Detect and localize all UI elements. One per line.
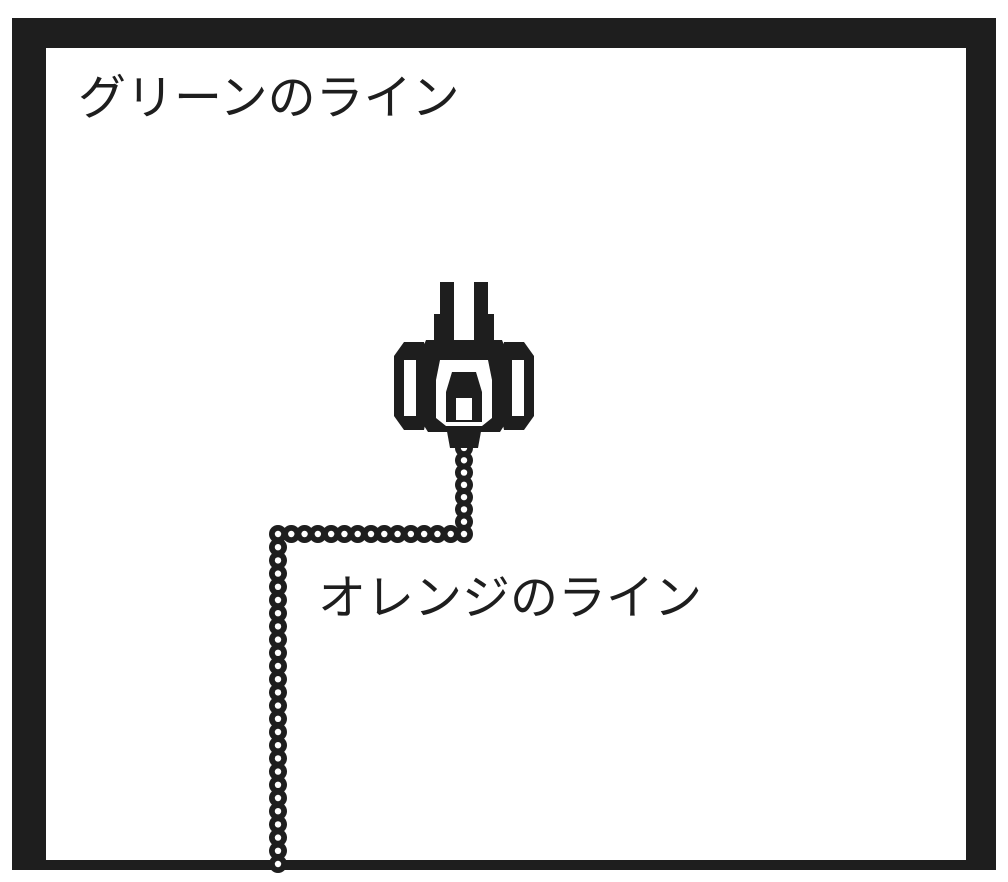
trail-bead-hole bbox=[274, 728, 282, 736]
trail-bead-hole bbox=[420, 530, 428, 538]
trail-bead-hole bbox=[327, 530, 335, 538]
trail-bead-hole bbox=[274, 808, 282, 815]
trail-bead-hole bbox=[274, 781, 282, 788]
trail-bead-hole bbox=[274, 610, 282, 617]
trail-bead-hole bbox=[274, 530, 282, 538]
trail-bead-hole bbox=[394, 530, 401, 538]
trail-bead-hole bbox=[274, 636, 282, 643]
trail-bead-hole bbox=[274, 715, 282, 722]
ship-icon bbox=[394, 282, 534, 448]
trail-bead-hole bbox=[460, 469, 468, 476]
trail-bead-hole bbox=[274, 689, 282, 696]
trail-bead-hole bbox=[407, 530, 415, 538]
trail-bead-hole bbox=[274, 742, 282, 749]
trail-bead-hole bbox=[274, 794, 282, 802]
trail-bead-hole bbox=[460, 457, 468, 464]
trail-bead-hole bbox=[341, 530, 348, 538]
trail-bead-hole bbox=[314, 530, 322, 538]
trail-bead-hole bbox=[367, 530, 375, 538]
trail-bead-hole bbox=[274, 821, 282, 828]
trail-bead-hole bbox=[354, 530, 361, 538]
trail-bead-hole bbox=[274, 544, 282, 551]
green-line-label: グリーンのライン bbox=[78, 70, 460, 126]
trail-bead-hole bbox=[274, 583, 282, 590]
trail-bead-hole bbox=[274, 649, 282, 656]
trail-bead-hole bbox=[274, 847, 282, 854]
trail-bead-hole bbox=[288, 530, 295, 538]
orange-line-trail bbox=[269, 439, 473, 873]
trail-bead-hole bbox=[274, 596, 282, 604]
trail-bead-hole bbox=[460, 530, 468, 538]
trail-bead-hole bbox=[274, 676, 282, 683]
play-field-border bbox=[12, 18, 996, 870]
trail-bead-hole bbox=[447, 530, 454, 538]
trail-bead-hole bbox=[460, 518, 468, 525]
trail-bead-hole bbox=[274, 570, 282, 577]
trail-bead-hole bbox=[274, 702, 282, 709]
trail-bead-hole bbox=[274, 768, 282, 775]
trail-bead-hole bbox=[460, 493, 468, 501]
trail-bead-hole bbox=[381, 530, 388, 538]
trail-bead-hole bbox=[274, 557, 282, 564]
trail-bead-hole bbox=[274, 623, 282, 630]
trail-bead-hole bbox=[274, 662, 282, 670]
orange-line-label: オレンジのライン bbox=[318, 570, 703, 626]
trail-bead-hole bbox=[460, 481, 468, 489]
trail-bead-hole bbox=[301, 530, 308, 538]
trail-bead-hole bbox=[274, 755, 282, 762]
trail-bead-hole bbox=[434, 530, 441, 538]
trail-bead-hole bbox=[274, 860, 282, 868]
trail-bead-hole bbox=[460, 506, 468, 513]
trail-bead-hole bbox=[274, 834, 282, 841]
